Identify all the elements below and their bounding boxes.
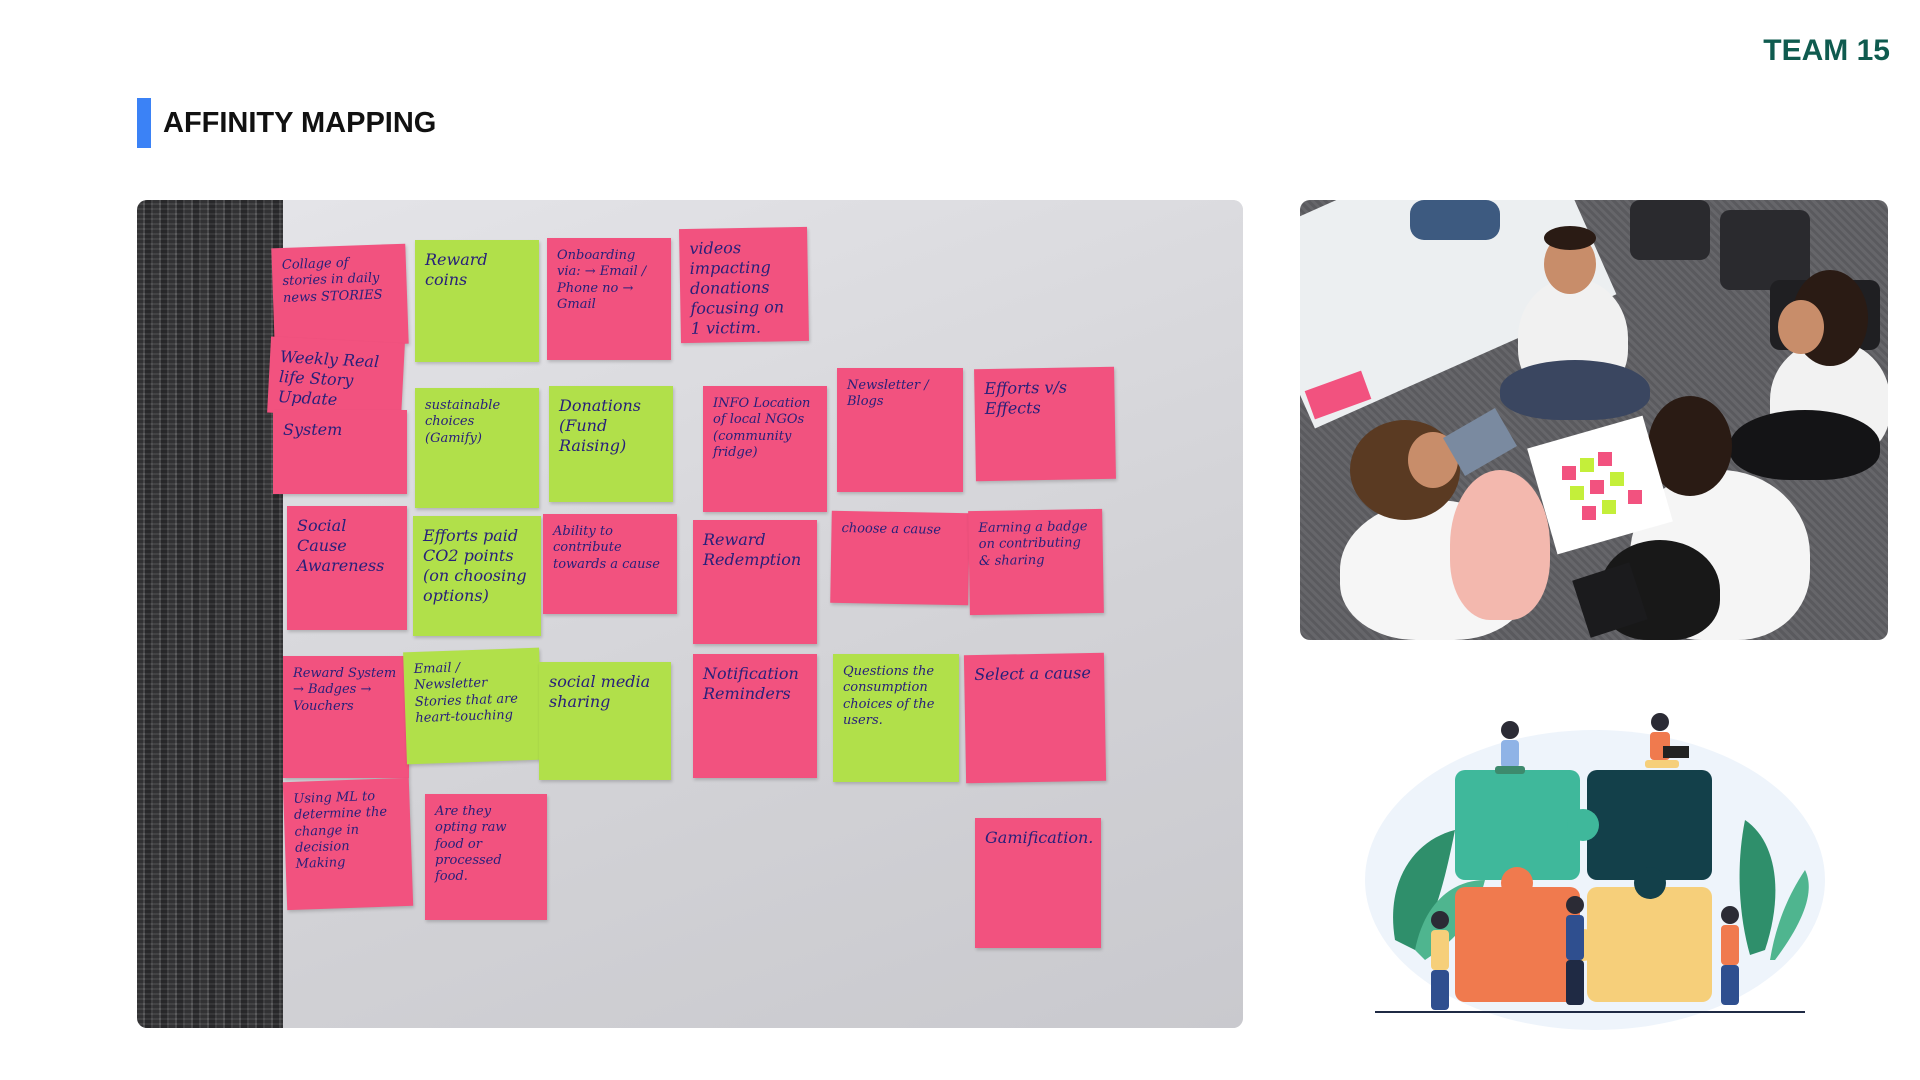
- sticky-note: Gamification.: [975, 818, 1101, 948]
- mini-sticky: [1602, 500, 1616, 514]
- sticky-note: videos impacting donations focusing on 1…: [679, 226, 809, 344]
- person: [1450, 470, 1550, 620]
- mini-sticky: [1598, 452, 1612, 466]
- affinity-mapping-photo: Collage of stories in daily news STORIES…: [137, 200, 1243, 1028]
- chair: [1630, 200, 1710, 260]
- person: [1730, 410, 1880, 480]
- sticky-note: Questions the consumption choices of the…: [833, 654, 959, 782]
- sticky-note: Are they opting raw food or processed fo…: [425, 794, 547, 920]
- carpet-texture: [137, 200, 283, 1028]
- puzzle-teamwork-illustration: [1345, 690, 1835, 1030]
- sticky-note: Efforts paid CO2 points (on choosing opt…: [413, 516, 541, 636]
- sticky-note: Using ML to determine the change in deci…: [282, 777, 414, 911]
- sticky-note: Notification Reminders: [693, 654, 817, 778]
- sticky-note: Efforts v/s Effects: [974, 366, 1116, 482]
- person-face: [1778, 300, 1824, 354]
- page-title-block: AFFINITY MAPPING: [137, 98, 436, 148]
- mini-sticky: [1580, 458, 1594, 472]
- sticky-note: Donations (Fund Raising): [549, 386, 673, 502]
- sticky-note: Ability to contribute towards a cause: [543, 514, 677, 614]
- puzzle-illustration-svg: [1365, 713, 1825, 1030]
- sticky-note: Social Cause Awareness: [287, 506, 407, 630]
- sticky-note: Select a cause: [963, 652, 1107, 784]
- person-hair: [1544, 226, 1596, 250]
- sticky-note: Reward Redemption: [693, 520, 817, 644]
- mini-sticky: [1590, 480, 1604, 494]
- sticky-note: Newsletter / Blogs: [837, 368, 963, 492]
- sticky-note: Earning a badge on contributing & sharin…: [968, 508, 1104, 616]
- sticky-note: System: [273, 410, 407, 494]
- sticky-note: Weekly Real life Story Update: [267, 336, 405, 420]
- sticky-note: Reward System → Badges → Vouchers: [283, 656, 409, 778]
- backpack: [1410, 200, 1500, 240]
- mini-sticky: [1582, 506, 1596, 520]
- team-label: TEAM 15: [1763, 34, 1890, 67]
- page-title: AFFINITY MAPPING: [163, 106, 437, 139]
- sticky-note: Email / Newsletter Stories that are hear…: [403, 647, 543, 765]
- mini-sticky: [1562, 466, 1576, 480]
- sticky-note: social media sharing: [539, 662, 671, 780]
- sticky-note: Reward coins: [415, 240, 539, 362]
- title-accent-bar: [137, 98, 151, 148]
- sticky-note: Onboarding via: → Email / Phone no → Gma…: [547, 238, 671, 360]
- sticky-note: sustainable choices (Gamify): [415, 388, 539, 508]
- person: [1500, 360, 1650, 420]
- mini-sticky: [1628, 490, 1642, 504]
- person-hair: [1648, 396, 1732, 496]
- sticky-note: choose a cause: [830, 510, 970, 606]
- sticky-note: Collage of stories in daily news STORIES: [271, 243, 409, 349]
- mini-sticky: [1570, 486, 1584, 500]
- chair: [1720, 210, 1810, 290]
- mini-sticky: [1610, 472, 1624, 486]
- team-workshop-photo: [1300, 200, 1888, 640]
- sticky-note: INFO Location of local NGOs (community f…: [703, 386, 827, 512]
